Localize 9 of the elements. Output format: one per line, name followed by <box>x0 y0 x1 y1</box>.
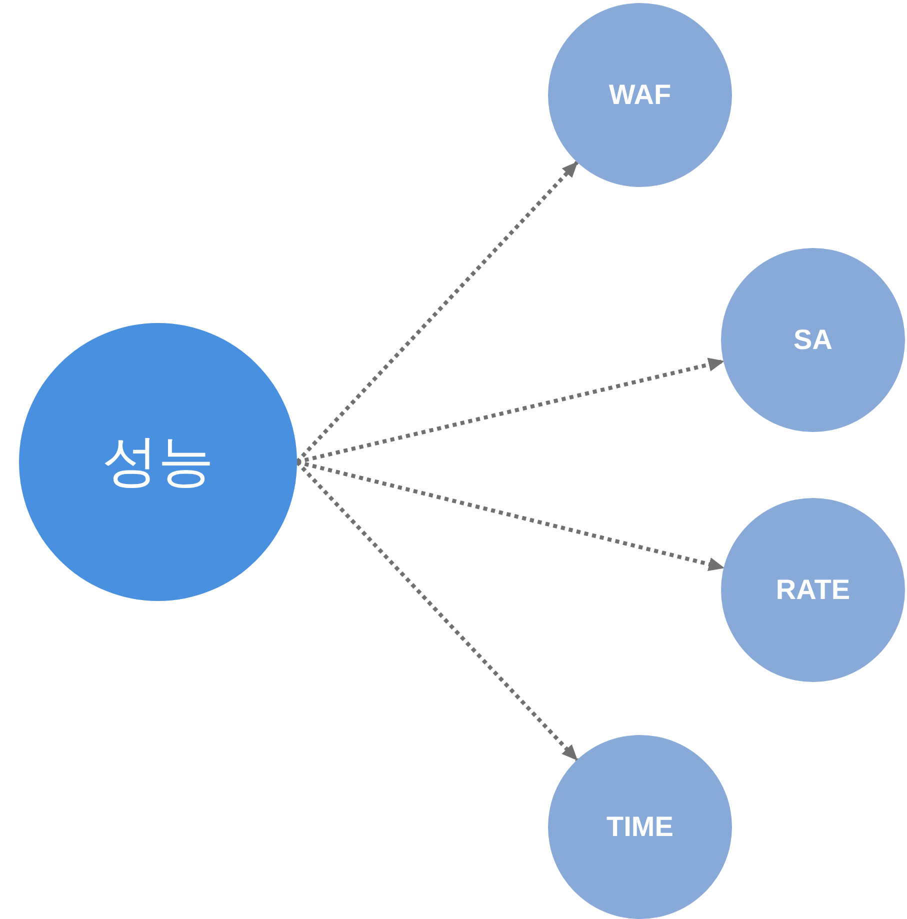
circle-node: WAF <box>548 3 732 187</box>
circle-node: RATE <box>721 498 905 682</box>
circle-node: 성능 <box>19 323 297 601</box>
arrow <box>296 160 579 464</box>
circle-node: TIME <box>548 735 732 919</box>
circle-node: SA <box>721 248 905 432</box>
arrow <box>296 460 578 762</box>
arrow <box>296 358 724 464</box>
arrow <box>296 460 725 572</box>
